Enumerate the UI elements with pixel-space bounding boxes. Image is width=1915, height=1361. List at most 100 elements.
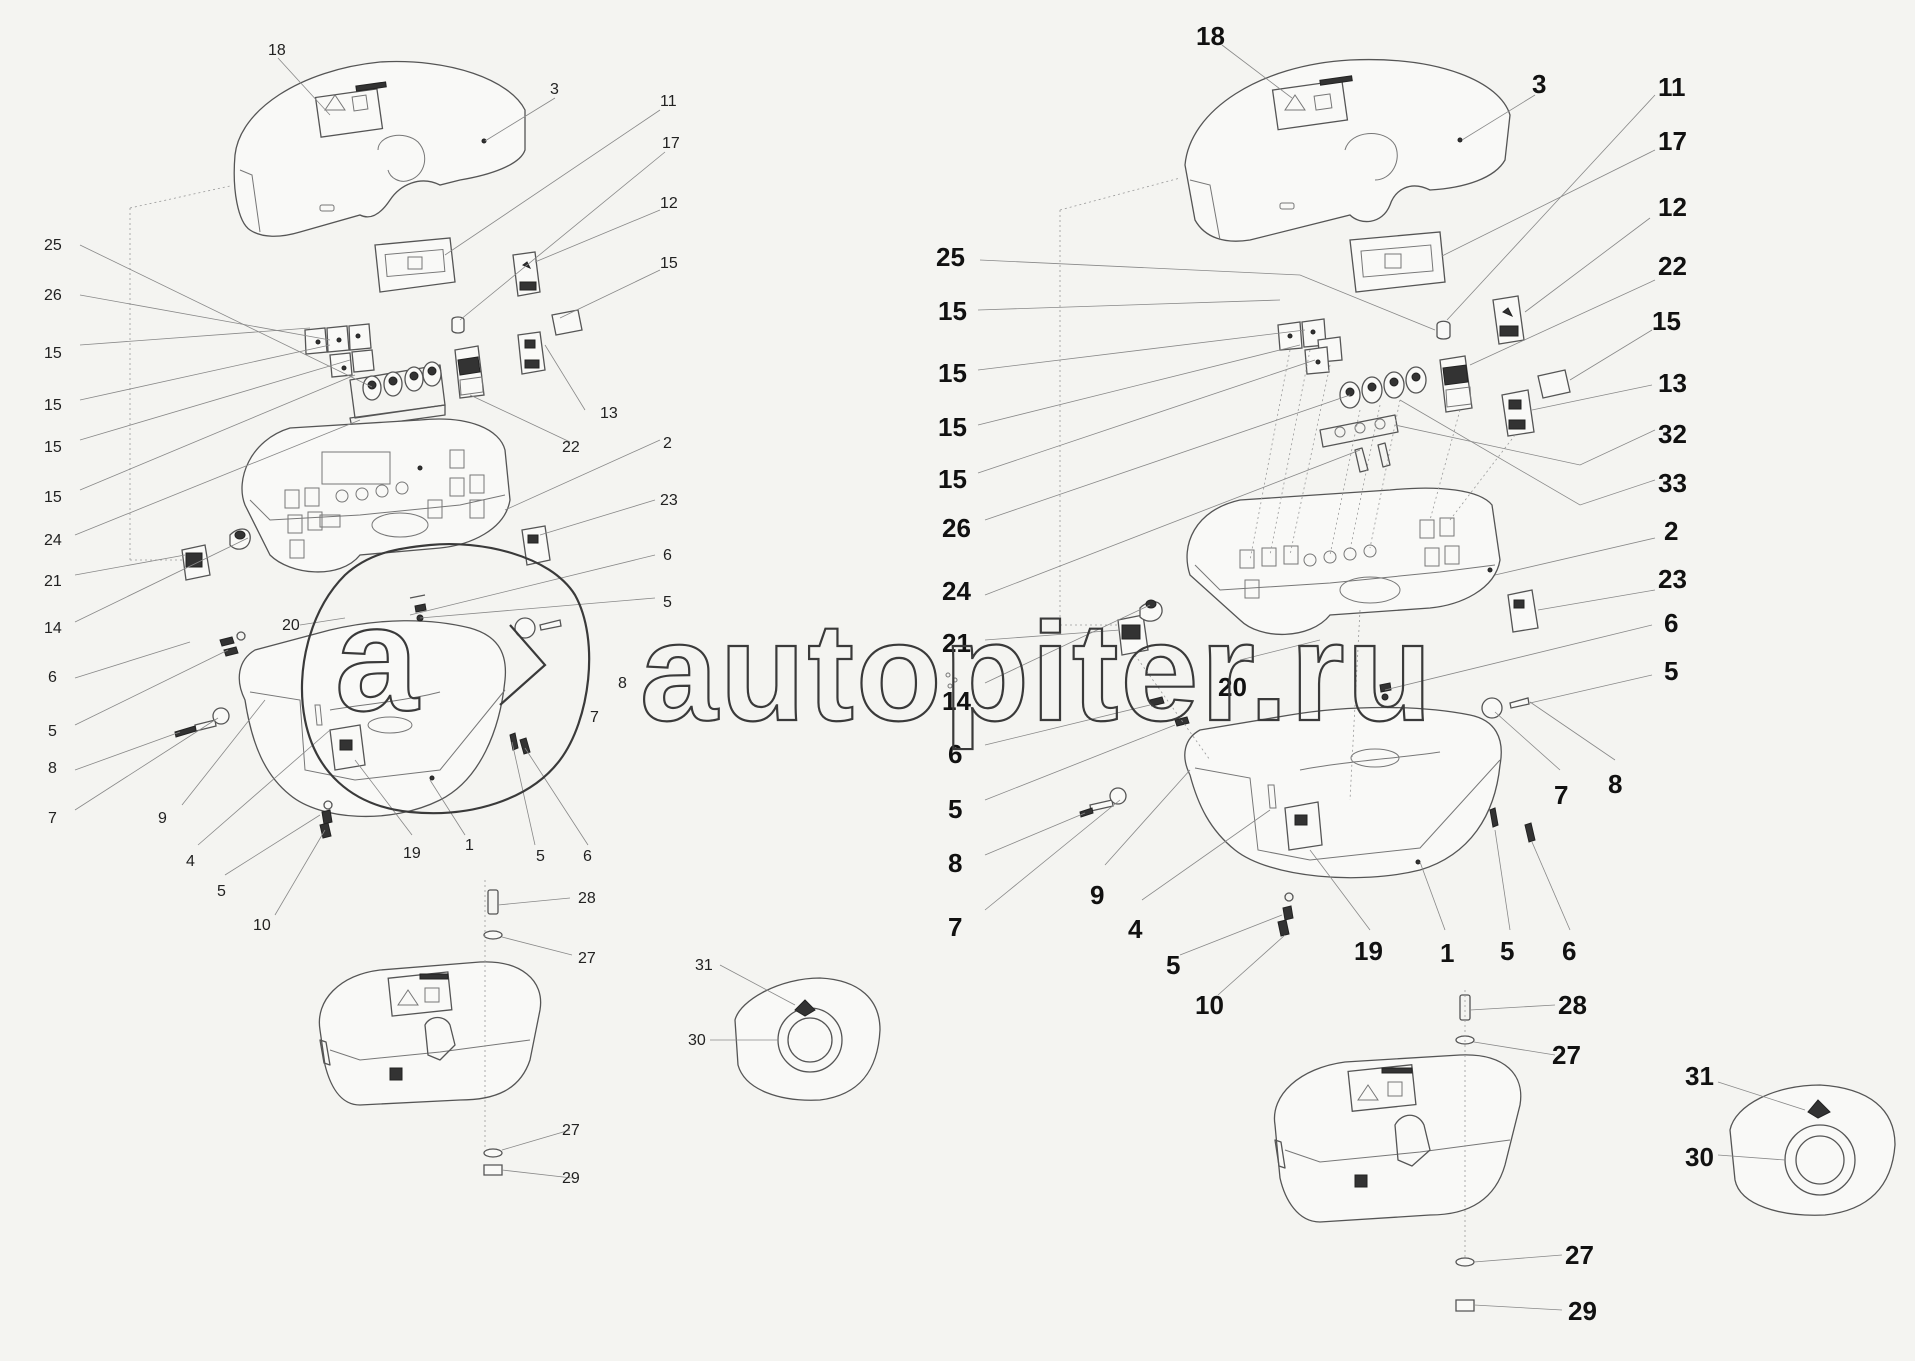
label-12: 12 bbox=[660, 195, 678, 212]
label-8: 8 bbox=[948, 848, 962, 878]
leader-lines-left bbox=[74, 57, 796, 1179]
labels-left: 18 3 11 17 12 15 25 26 15 15 15 15 13 22… bbox=[44, 42, 713, 1187]
label-5: 5 bbox=[217, 883, 226, 900]
label-1: 1 bbox=[465, 837, 474, 854]
fasteners-right bbox=[945, 672, 1536, 937]
label-12: 12 bbox=[1658, 192, 1687, 222]
top-cover-left bbox=[233, 60, 526, 237]
knob-row-right bbox=[1319, 366, 1427, 473]
label-7: 7 bbox=[590, 709, 599, 726]
label-5: 5 bbox=[1664, 656, 1678, 686]
label-28: 28 bbox=[1558, 990, 1587, 1020]
label-30: 30 bbox=[1685, 1142, 1714, 1172]
label-15: 15 bbox=[938, 412, 967, 442]
blanking-plates-right bbox=[1277, 318, 1343, 375]
label-15: 15 bbox=[44, 439, 62, 456]
label-4: 4 bbox=[1128, 914, 1143, 944]
label-3: 3 bbox=[1532, 69, 1546, 99]
label-2: 2 bbox=[1664, 516, 1678, 546]
label-5: 5 bbox=[1166, 950, 1180, 980]
label-19: 19 bbox=[403, 845, 421, 862]
ignition-detail-right bbox=[1729, 1084, 1896, 1216]
watermark-logo: a bbox=[300, 542, 591, 815]
display-unit-left bbox=[374, 237, 456, 293]
label-10: 10 bbox=[1195, 990, 1224, 1020]
label-15: 15 bbox=[44, 345, 62, 362]
label-3: 3 bbox=[550, 81, 559, 98]
label-8: 8 bbox=[48, 760, 57, 777]
label-28: 28 bbox=[578, 890, 596, 907]
label-27: 27 bbox=[578, 950, 596, 967]
label-24: 24 bbox=[942, 576, 971, 606]
lower-housing-left bbox=[238, 620, 507, 818]
switches-left bbox=[451, 251, 583, 399]
label-7: 7 bbox=[48, 810, 57, 827]
label-5: 5 bbox=[663, 594, 672, 611]
label-31: 31 bbox=[1685, 1061, 1714, 1091]
switch-23-left bbox=[521, 525, 551, 566]
label-15: 15 bbox=[44, 397, 62, 414]
label-11: 11 bbox=[660, 93, 677, 110]
middle-panel-right bbox=[1186, 487, 1501, 636]
label-11: 11 bbox=[1658, 72, 1686, 102]
label-33: 33 bbox=[1658, 468, 1687, 498]
label-7: 7 bbox=[1554, 780, 1568, 810]
fasteners-left bbox=[174, 594, 562, 839]
assembled-unit-right bbox=[1273, 994, 1522, 1312]
label-15: 15 bbox=[938, 358, 967, 388]
watermark-logo-letter: a bbox=[335, 574, 420, 742]
label-10: 10 bbox=[253, 917, 271, 934]
switch-23-right bbox=[1507, 589, 1539, 633]
label-20: 20 bbox=[1218, 672, 1247, 702]
label-17: 17 bbox=[1658, 126, 1687, 156]
label-27: 27 bbox=[562, 1122, 580, 1139]
blanking-plates-left bbox=[304, 323, 375, 378]
label-14: 14 bbox=[942, 686, 971, 716]
label-14: 14 bbox=[44, 620, 62, 637]
label-15: 15 bbox=[938, 296, 967, 326]
label-22: 22 bbox=[1658, 251, 1687, 281]
guide-lines-right bbox=[1059, 177, 1516, 1260]
label-6: 6 bbox=[1562, 936, 1576, 966]
label-8: 8 bbox=[1608, 769, 1622, 799]
label-6: 6 bbox=[948, 739, 962, 769]
display-unit-right bbox=[1349, 231, 1446, 293]
ignition-detail-left bbox=[734, 977, 881, 1101]
label-29: 29 bbox=[1568, 1296, 1597, 1326]
label-18: 18 bbox=[1196, 21, 1225, 51]
switch-21-right bbox=[1117, 599, 1163, 656]
label-1: 1 bbox=[1440, 938, 1454, 968]
label-15: 15 bbox=[938, 464, 967, 494]
label-6: 6 bbox=[663, 547, 672, 564]
label-17: 17 bbox=[662, 135, 680, 152]
label-19: 19 bbox=[1354, 936, 1383, 966]
label-6: 6 bbox=[48, 669, 57, 686]
label-21: 21 bbox=[942, 628, 971, 658]
label-27: 27 bbox=[1552, 1040, 1581, 1070]
label-18: 18 bbox=[268, 42, 286, 59]
label-5: 5 bbox=[536, 848, 545, 865]
label-6: 6 bbox=[1664, 608, 1678, 638]
assembled-unit-left bbox=[318, 889, 542, 1176]
label-21: 21 bbox=[44, 573, 62, 590]
label-23: 23 bbox=[660, 492, 678, 509]
label-27: 27 bbox=[1565, 1240, 1594, 1270]
top-cover-right bbox=[1184, 58, 1511, 242]
label-9: 9 bbox=[158, 810, 167, 827]
watermark: a autopiter.ru bbox=[300, 542, 1433, 815]
label-4: 4 bbox=[186, 853, 195, 870]
label-31: 31 bbox=[695, 957, 713, 974]
label-15: 15 bbox=[660, 255, 678, 272]
label-7: 7 bbox=[948, 912, 962, 942]
label-32: 32 bbox=[1658, 419, 1687, 449]
left-assembly: 18 3 11 17 12 15 25 26 15 15 15 15 13 22… bbox=[44, 42, 881, 1187]
label-26: 26 bbox=[44, 287, 62, 304]
switch-21-left bbox=[181, 528, 251, 581]
labels-right: 18 3 11 17 12 22 25 15 15 15 15 15 13 26… bbox=[936, 21, 1714, 1326]
label-13: 13 bbox=[1658, 368, 1687, 398]
lower-housing-right bbox=[1184, 706, 1502, 879]
label-26: 26 bbox=[942, 513, 971, 543]
middle-panel-left bbox=[241, 418, 511, 573]
label-24: 24 bbox=[44, 532, 62, 549]
